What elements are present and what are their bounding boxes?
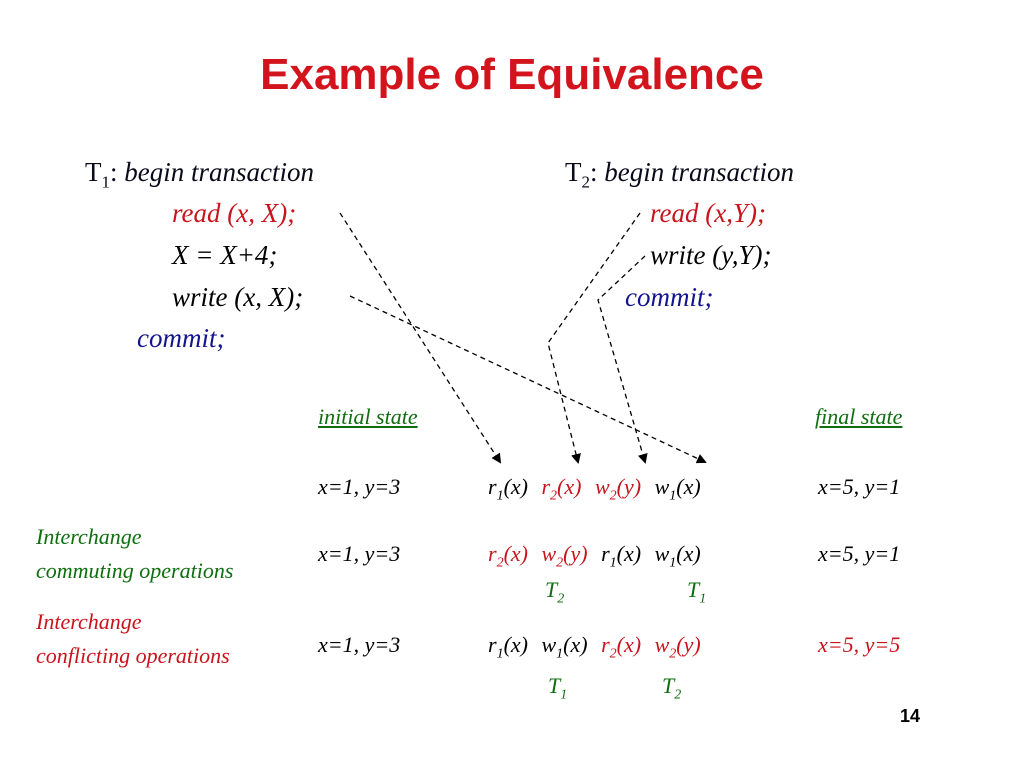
row3-op-1: r1(x)	[488, 632, 528, 662]
row2-ops: r2(x) w2(y) r1(x) w1(x)	[488, 541, 709, 571]
row2-group-1: T2	[545, 577, 565, 607]
row3-op-2: w1(x)	[541, 632, 588, 662]
row2-op-2: w2(y)	[541, 541, 588, 571]
arrow-t2-read	[547, 212, 641, 464]
t1-line-read: read (x, X);	[172, 198, 297, 228]
row3-group-2: T2	[662, 673, 682, 703]
row2-label: Interchange commuting operations	[36, 520, 233, 588]
row3-initial: x=1, y=3	[318, 632, 401, 657]
final-state-header: final state	[815, 404, 903, 429]
initial-state-header: initial state	[318, 404, 418, 429]
row2-final: x=5, y=1	[818, 541, 901, 566]
row3-label-line2: conflicting operations	[36, 643, 230, 668]
t1-header: T1: begin transaction	[85, 157, 314, 192]
row3-op-3: r2(x)	[601, 632, 642, 662]
row2-op-4: w1(x)	[654, 541, 701, 571]
row1-op-3: w2(y)	[594, 474, 642, 504]
t1-line-compute: X = X+4;	[172, 240, 278, 270]
row1-ops: r1(x) r2(x) w2(y) w1(x)	[488, 474, 709, 504]
arrow-t1-write	[349, 295, 707, 464]
row1-op-2: r2(x)	[541, 474, 582, 504]
arrow-t2-write	[597, 255, 648, 464]
slide-title: Example of Equivalence	[260, 50, 764, 99]
t1-name: T1:	[85, 157, 118, 192]
row3-ops: r1(x) w1(x) r2(x) w2(y)	[488, 632, 709, 662]
row1-op-1: r1(x)	[488, 474, 528, 504]
page-number: 14	[900, 706, 921, 726]
t2-name: T2:	[565, 157, 598, 192]
row3-label-line1: Interchange	[36, 609, 142, 634]
row1-final: x=5, y=1	[818, 474, 901, 499]
t1-line-write: write (x, X);	[172, 282, 304, 312]
row2-op-3: r1(x)	[601, 541, 642, 571]
row2-group-2: T1	[687, 577, 707, 607]
row2-initial: x=1, y=3	[318, 541, 401, 566]
t2-commit: commit;	[625, 282, 714, 312]
t2-header: T2: begin transaction	[565, 157, 794, 192]
row3-op-4: w2(y)	[654, 632, 701, 662]
t2-begin: begin transaction	[604, 157, 795, 187]
t1-commit: commit;	[137, 323, 226, 353]
row3-final: x=5, y=5	[818, 632, 901, 657]
t1-begin: begin transaction	[124, 157, 315, 187]
row2-label-line2: commuting operations	[36, 558, 234, 583]
arrow-t1-read	[339, 212, 502, 464]
row2-op-1: r2(x)	[488, 541, 528, 571]
t2-line-write: write (y,Y);	[650, 240, 772, 270]
t2-line-read: read (x,Y);	[650, 198, 766, 228]
row1-initial: x=1, y=3	[318, 474, 401, 499]
row2-label-line1: Interchange	[36, 524, 142, 549]
row3-label: Interchange conflicting operations	[36, 605, 230, 673]
row3-group-1: T1	[548, 673, 568, 703]
row1-op-4: w1(x)	[654, 474, 701, 504]
